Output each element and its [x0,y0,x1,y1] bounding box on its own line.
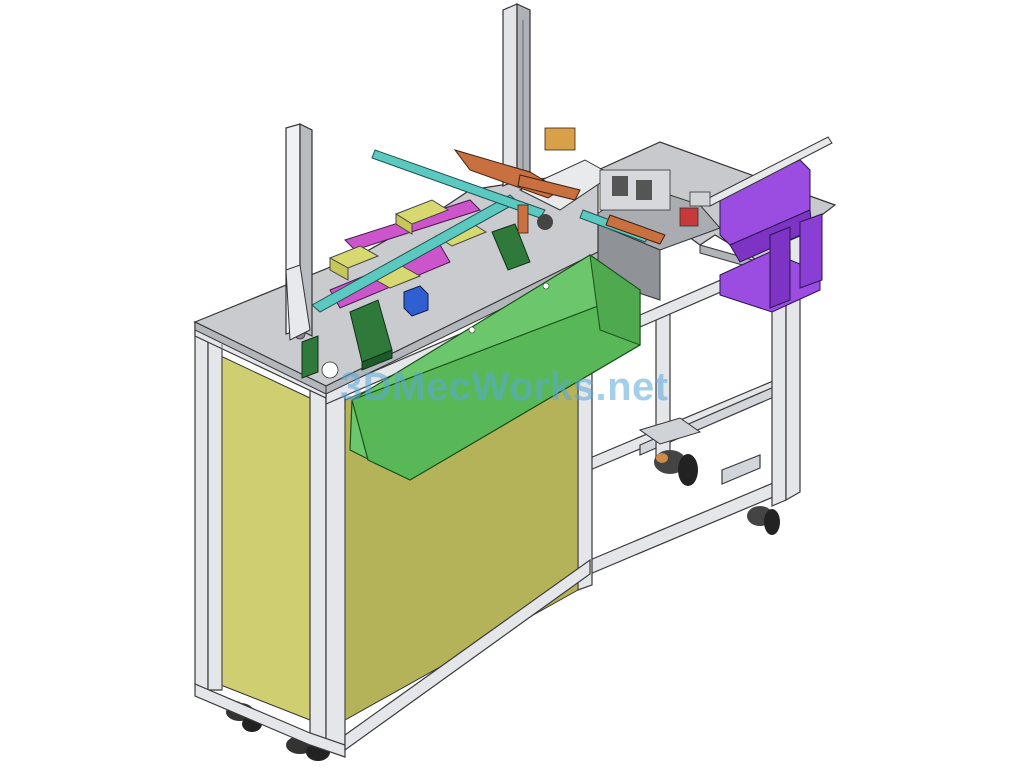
blue-block [403,285,429,317]
vertical-column-back [502,3,531,187]
vertical-column-front [285,123,313,341]
dark-green-brackets [301,223,531,379]
watermark-text: 3DMecWorks.net [340,365,669,409]
caster-back-right [747,506,780,535]
processing-head [453,127,699,245]
purple-linear-module [689,136,833,313]
caster-back-left [638,417,702,486]
green-collection-tray [349,253,641,481]
